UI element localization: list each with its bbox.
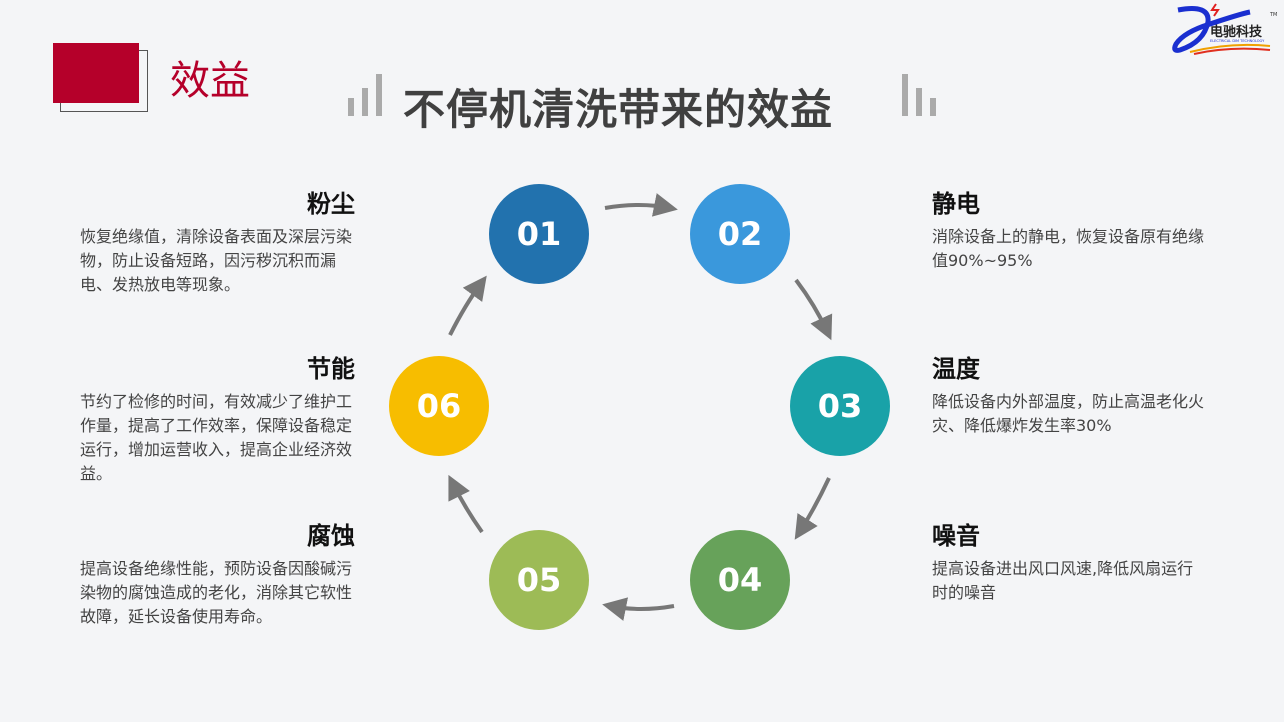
benefit-noise: 噪音 提高设备进出风口风速,降低风扇运行时的噪音 bbox=[932, 516, 1207, 605]
step-circle-03: 03 bbox=[790, 356, 890, 456]
title-deco-bar bbox=[348, 98, 354, 116]
title-deco-bar bbox=[902, 74, 908, 116]
benefit-text: 降低设备内外部温度，防止高温老化火灾、降低爆炸发生率30% bbox=[932, 392, 1205, 435]
benefit-text: 提高设备绝缘性能，预防设备因酸碱污染物的腐蚀造成的老化，消除其它软性故障，延长设… bbox=[80, 559, 353, 626]
page-title: 不停机清洗带来的效益 bbox=[403, 85, 834, 134]
section-label: 效益 bbox=[170, 58, 250, 104]
step-circle-06: 06 bbox=[389, 356, 489, 456]
benefit-temperature: 温度 降低设备内外部温度，防止高温老化火灾、降低爆炸发生率30% bbox=[932, 349, 1207, 438]
arrow-04-05 bbox=[602, 597, 675, 621]
step-circle-04: 04 bbox=[690, 530, 790, 630]
benefit-title: 腐蚀 bbox=[307, 522, 355, 550]
company-logo: 电驰科技 ELECTRICAL DIM TECHNOLOGY TM bbox=[1170, 2, 1282, 62]
benefit-title: 温度 bbox=[932, 355, 980, 383]
benefit-text: 恢复绝缘值，清除设备表面及深层污染物，防止设备短路，因污秽沉积而漏电、发热放电等… bbox=[80, 227, 353, 294]
benefit-text: 消除设备上的静电，恢复设备原有绝缘值90%~95% bbox=[932, 227, 1205, 270]
step-circle-01: 01 bbox=[489, 184, 589, 284]
step-circle-02: 02 bbox=[690, 184, 790, 284]
benefit-static: 静电 消除设备上的静电，恢复设备原有绝缘值90%~95% bbox=[932, 184, 1207, 273]
benefit-energy: 节能 节约了检修的时间，有效减少了维护工作量，提高了工作效率，保障设备稳定运行，… bbox=[80, 349, 355, 486]
benefit-title: 静电 bbox=[932, 190, 980, 218]
benefit-text: 提高设备进出风口风速,降低风扇运行时的噪音 bbox=[932, 559, 1194, 602]
benefit-title: 粉尘 bbox=[307, 190, 355, 218]
arrow-05-06 bbox=[448, 474, 484, 534]
benefit-corrosion: 腐蚀 提高设备绝缘性能，预防设备因酸碱污染物的腐蚀造成的老化，消除其它软性故障，… bbox=[80, 516, 355, 629]
arrow-01-02 bbox=[604, 193, 678, 217]
section-marker bbox=[53, 43, 139, 103]
arrow-06-01 bbox=[448, 275, 487, 336]
svg-text:TM: TM bbox=[1269, 12, 1277, 18]
title-deco-bar bbox=[930, 98, 936, 116]
title-deco-bar bbox=[362, 88, 368, 116]
step-circle-05: 05 bbox=[489, 530, 589, 630]
arrow-02-03 bbox=[794, 278, 833, 341]
benefit-dust: 粉尘 恢复绝缘值，清除设备表面及深层污染物，防止设备短路，因污秽沉积而漏电、发热… bbox=[80, 184, 355, 297]
title-deco-bar bbox=[916, 88, 922, 116]
arrow-03-04 bbox=[794, 477, 831, 540]
svg-text:电驰科技: 电驰科技 bbox=[1210, 24, 1263, 40]
benefit-title: 噪音 bbox=[932, 522, 980, 550]
benefit-title: 节能 bbox=[307, 355, 355, 383]
svg-text:ELECTRICAL DIM TECHNOLOGY: ELECTRICAL DIM TECHNOLOGY bbox=[1210, 39, 1265, 43]
benefit-text: 节约了检修的时间，有效减少了维护工作量，提高了工作效率，保障设备稳定运行，增加运… bbox=[80, 392, 353, 483]
title-deco-bar bbox=[376, 74, 382, 116]
